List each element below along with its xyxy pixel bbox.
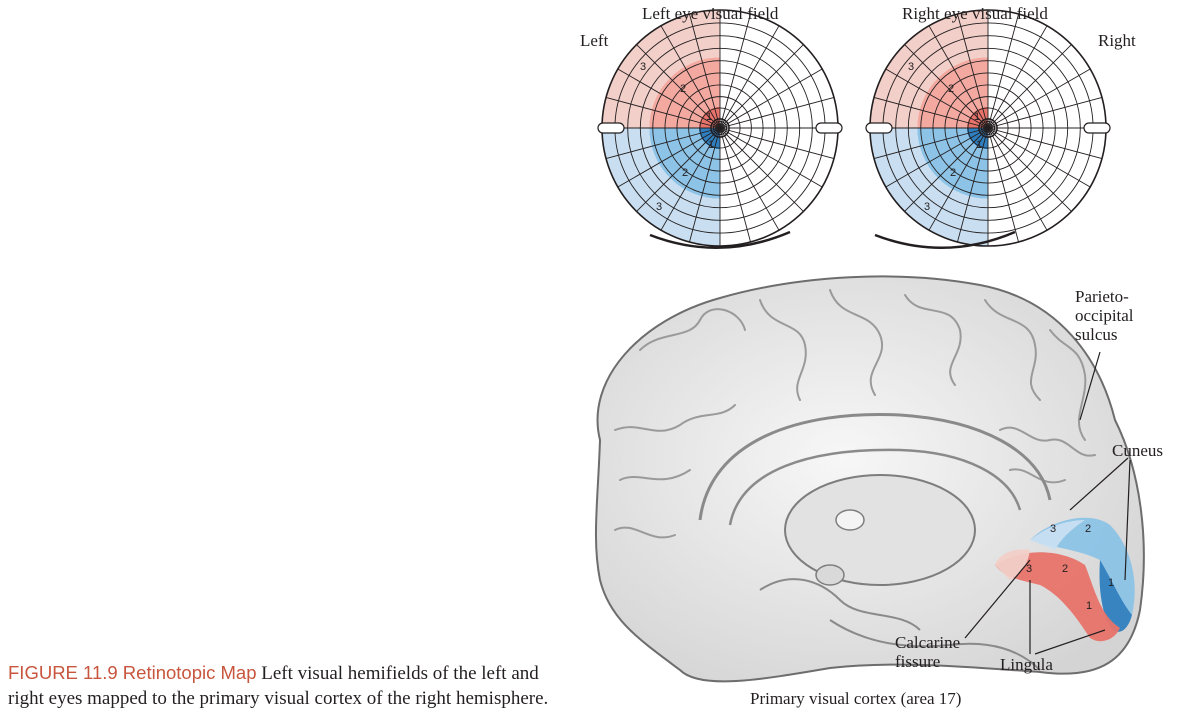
blind-spot-right bbox=[1083, 122, 1111, 134]
field-spoke bbox=[987, 44, 1072, 129]
field-spoke bbox=[605, 97, 721, 129]
field-number: 3 bbox=[908, 61, 914, 73]
field-spoke bbox=[660, 25, 721, 129]
field-spoke bbox=[873, 127, 989, 159]
field-spoke bbox=[987, 25, 1048, 129]
caption-title: FIGURE 11.9 Retinotopic Map bbox=[8, 662, 257, 683]
right-side-label: Right bbox=[1098, 31, 1136, 50]
field-number: 1 bbox=[708, 139, 714, 151]
field-spoke bbox=[617, 127, 721, 188]
field-spoke bbox=[957, 13, 989, 129]
field-spoke bbox=[885, 127, 989, 188]
fovea-ring bbox=[717, 125, 723, 131]
primary-visual-cortex-label: Primary visual cortex (area 17) bbox=[750, 689, 962, 708]
field-spoke bbox=[987, 127, 1072, 212]
field-spoke bbox=[719, 25, 780, 129]
field-spoke bbox=[873, 97, 989, 129]
cortex-number-1-upper: 1 bbox=[1108, 577, 1114, 589]
cortex-number-2-lower: 2 bbox=[1062, 563, 1068, 575]
field-spoke bbox=[689, 127, 721, 243]
field-number: 2 bbox=[948, 83, 954, 95]
blind-spot-left bbox=[865, 122, 893, 134]
cortex-number-3-upper: 3 bbox=[1050, 523, 1056, 535]
cortex-number-1-lower: 1 bbox=[1086, 600, 1092, 612]
field-number: 1 bbox=[706, 111, 712, 123]
lingula-region bbox=[995, 552, 1120, 642]
field-spoke bbox=[719, 127, 804, 212]
fovea-ring bbox=[983, 123, 993, 133]
cortex-number-2-upper: 2 bbox=[1085, 523, 1091, 535]
figure-caption: FIGURE 11.9 Retinotopic Map Left visual … bbox=[8, 660, 708, 711]
field-spoke bbox=[904, 44, 989, 129]
blind-spot-left bbox=[597, 122, 625, 134]
fovea-ring bbox=[712, 120, 728, 136]
field-spoke bbox=[719, 44, 804, 129]
field-spoke bbox=[617, 68, 721, 129]
field-spoke bbox=[987, 13, 1019, 129]
field-spoke bbox=[987, 68, 1091, 129]
field-number: 2 bbox=[682, 167, 688, 179]
fovea-ring bbox=[710, 118, 730, 138]
field-spoke bbox=[719, 127, 835, 159]
cortex-number-3-lower: 3 bbox=[1026, 563, 1032, 575]
brain-medial-view bbox=[594, 275, 1145, 683]
right-eye-visual-field: 1 2 3 1 2 3 bbox=[865, 9, 1111, 247]
field-spoke bbox=[904, 127, 989, 212]
field-spoke bbox=[957, 127, 989, 243]
field-number: 3 bbox=[656, 201, 662, 213]
left-side-label: Left bbox=[580, 31, 609, 50]
cuneus-region-outer bbox=[1030, 520, 1085, 550]
field-spoke bbox=[636, 127, 721, 212]
field-spoke bbox=[719, 13, 751, 129]
field-spoke bbox=[719, 127, 823, 188]
fovea-ring bbox=[715, 123, 725, 133]
field-spoke bbox=[636, 44, 721, 129]
field-spoke bbox=[719, 127, 780, 231]
field-spoke bbox=[719, 68, 823, 129]
field-spoke bbox=[719, 127, 751, 243]
field-number: 3 bbox=[924, 201, 930, 213]
field-number: 3 bbox=[640, 61, 646, 73]
field-spoke bbox=[605, 127, 721, 159]
lingula-label: Lingula bbox=[1000, 655, 1053, 674]
field-spoke bbox=[660, 127, 721, 231]
cuneus-region-striate bbox=[1099, 560, 1132, 632]
left-eye-visual-field: 1 2 3 1 2 3 bbox=[597, 9, 843, 247]
field-spoke bbox=[928, 25, 989, 129]
field-spoke bbox=[689, 13, 721, 129]
field-spoke bbox=[987, 127, 1048, 231]
field-number: 2 bbox=[950, 167, 956, 179]
left-eye-field-title: Left eye visual field bbox=[642, 4, 779, 23]
field-spoke bbox=[885, 68, 989, 129]
fovea-ring bbox=[980, 120, 996, 136]
field-spoke bbox=[719, 97, 835, 129]
field-spoke bbox=[987, 97, 1103, 129]
caption-text: Left visual hemifields of the left and r… bbox=[8, 663, 549, 709]
field-number: 2 bbox=[680, 83, 686, 95]
calcarine-fissure-label: Calcarine fissure bbox=[895, 633, 961, 671]
right-eye-field-title: Right eye visual field bbox=[902, 4, 1048, 23]
field-spoke bbox=[987, 127, 1019, 243]
field-spoke bbox=[987, 127, 1091, 188]
fovea-ring bbox=[978, 118, 998, 138]
field-spoke bbox=[928, 127, 989, 231]
parieto-occipital-sulcus-label: Parieto- occipital sulcus bbox=[1075, 287, 1134, 344]
field-spoke bbox=[987, 127, 1103, 159]
blind-spot-right bbox=[815, 122, 843, 134]
fovea-ring bbox=[985, 125, 991, 131]
cuneus-label: Cuneus bbox=[1112, 441, 1163, 460]
field-number: 1 bbox=[976, 139, 982, 151]
left-field-arrow bbox=[649, 230, 791, 250]
right-field-arrow bbox=[874, 230, 1016, 250]
field-number: 1 bbox=[974, 111, 980, 123]
lingula-region-outer bbox=[995, 549, 1030, 580]
